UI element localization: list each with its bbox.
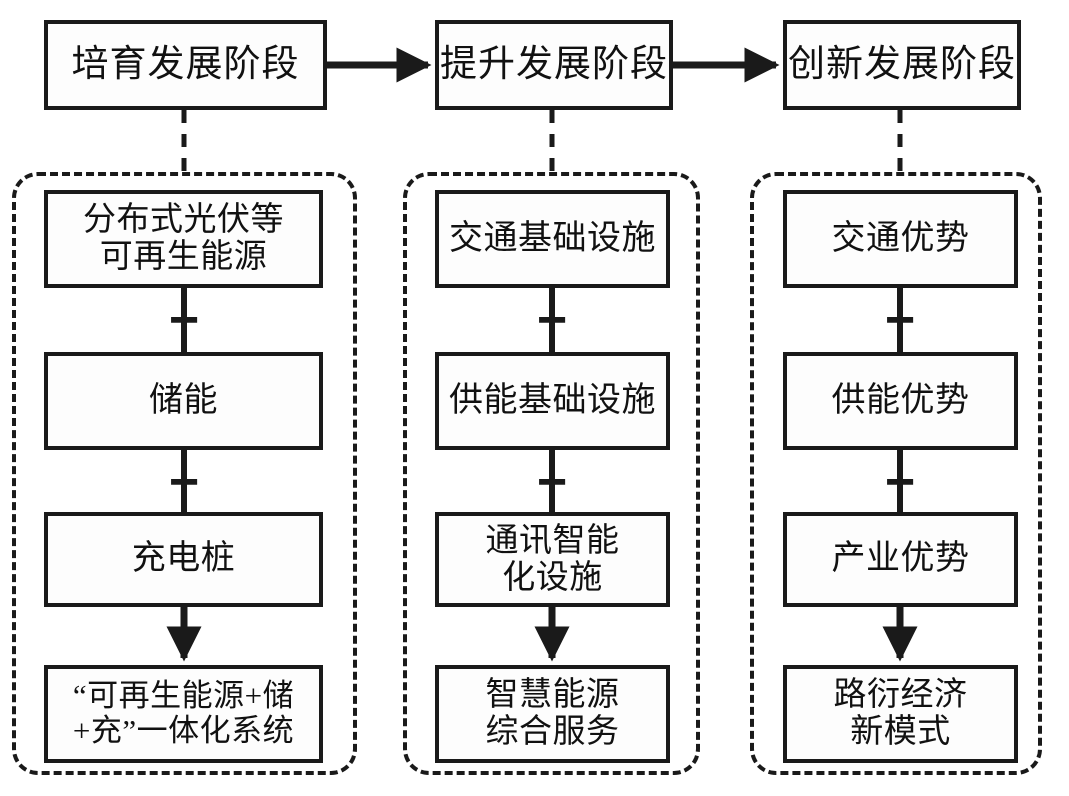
col3-plus-2-glyph: + bbox=[884, 453, 916, 511]
stage-box-3-label: 创新发展阶段 bbox=[788, 43, 1016, 85]
col3-plus-1: + bbox=[860, 294, 940, 346]
col2-plus-1: + bbox=[512, 294, 592, 346]
col3-plus-2: + bbox=[860, 456, 940, 508]
col2-plus-2: + bbox=[512, 456, 592, 508]
col1-item-3[interactable]: 充电桩 bbox=[44, 512, 323, 607]
col3-plus-1-glyph: + bbox=[884, 291, 916, 349]
col1-plus-1-glyph: + bbox=[168, 291, 200, 349]
col2-item-2-label: 供能基础设施 bbox=[449, 381, 656, 419]
col1-item-2[interactable]: 储能 bbox=[44, 352, 323, 450]
col1-item-3-label: 充电桩 bbox=[131, 540, 236, 578]
stage-box-1[interactable]: 培育发展阶段 bbox=[44, 20, 327, 110]
col3-item-2-label: 供能优势 bbox=[831, 381, 970, 419]
col2-plus-2-glyph: + bbox=[536, 453, 568, 511]
stage-box-3[interactable]: 创新发展阶段 bbox=[783, 20, 1021, 110]
col2-item-3-line1: 通讯智能 bbox=[485, 522, 620, 559]
col2-item-1-label: 交通基础设施 bbox=[449, 219, 656, 257]
col1-result-line2: +充”一体化系统 bbox=[72, 713, 295, 748]
stage-box-2[interactable]: 提升发展阶段 bbox=[435, 20, 673, 110]
col1-plus-2-glyph: + bbox=[168, 453, 200, 511]
col3-item-2[interactable]: 供能优势 bbox=[783, 352, 1018, 450]
col1-plus-2: + bbox=[144, 456, 224, 508]
col3-item-3-label: 产业优势 bbox=[831, 540, 970, 578]
col3-result-line2: 新模式 bbox=[850, 714, 951, 750]
col3-result-line1: 路衍经济 bbox=[833, 677, 968, 714]
dashed-group-3 bbox=[750, 172, 1042, 775]
col3-item-3[interactable]: 产业优势 bbox=[783, 512, 1018, 607]
col2-result-line1: 智慧能源 bbox=[485, 677, 620, 714]
col3-item-1[interactable]: 交通优势 bbox=[783, 190, 1018, 288]
col2-result-line2: 综合服务 bbox=[485, 714, 620, 750]
col3-result[interactable]: 路衍经济 新模式 bbox=[783, 665, 1018, 763]
col2-item-1[interactable]: 交通基础设施 bbox=[435, 190, 670, 288]
col2-result[interactable]: 智慧能源 综合服务 bbox=[435, 665, 670, 763]
col1-item-2-label: 储能 bbox=[149, 381, 218, 419]
col3-item-1-label: 交通优势 bbox=[831, 219, 970, 257]
stage-box-2-label: 提升发展阶段 bbox=[440, 43, 668, 85]
dashed-group-2 bbox=[403, 172, 700, 775]
col2-item-3[interactable]: 通讯智能 化设施 bbox=[435, 512, 670, 607]
col2-plus-1-glyph: + bbox=[536, 291, 568, 349]
col1-result[interactable]: “可再生能源+储 +充”一体化系统 bbox=[44, 665, 323, 763]
col1-item-1[interactable]: 分布式光伏等 可再生能源 bbox=[44, 190, 323, 288]
col2-item-2[interactable]: 供能基础设施 bbox=[435, 352, 670, 450]
col1-result-line1: “可再生能源+储 bbox=[72, 678, 295, 714]
dashed-group-1 bbox=[12, 172, 357, 775]
col1-plus-1: + bbox=[144, 294, 224, 346]
col1-item-1-line1: 分布式光伏等 bbox=[83, 202, 284, 239]
col1-item-1-line2: 可再生能源 bbox=[99, 239, 268, 275]
stage-box-1-label: 培育发展阶段 bbox=[71, 43, 300, 85]
col2-item-3-line2: 化设施 bbox=[502, 559, 603, 596]
